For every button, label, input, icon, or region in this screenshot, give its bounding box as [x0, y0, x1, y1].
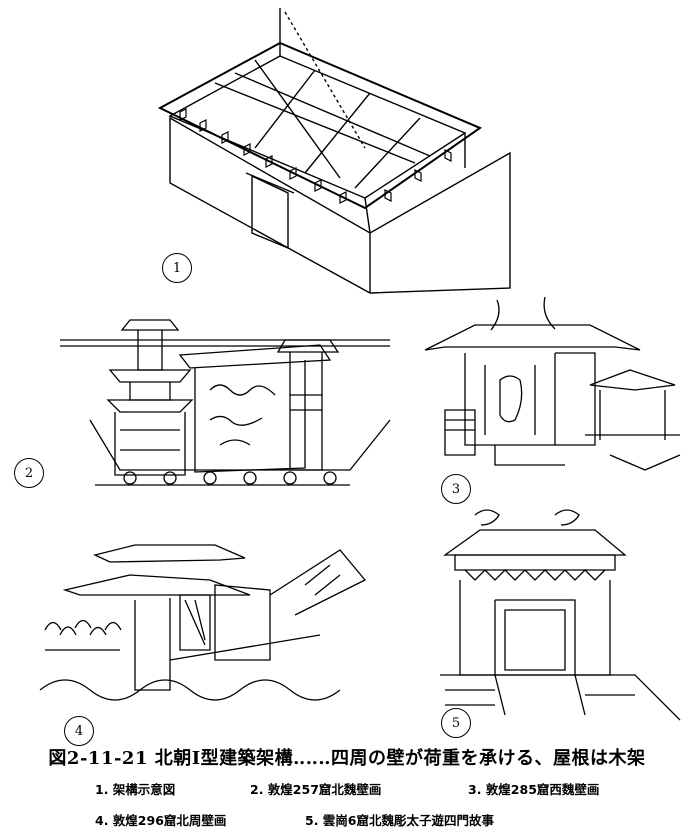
panel-4-label: 4. 敦煌296窟北周壁画 [95, 813, 227, 828]
panel-3-illustration [424, 296, 681, 471]
panel-5-label: 5. 雲崗6窟北魏彫太子遊四門故事 [305, 813, 494, 828]
panel-3-number: 3 [441, 474, 471, 504]
panel-4-illustration [39, 544, 367, 701]
panel-2-illustration [60, 319, 391, 486]
panel-4-number: 4 [64, 716, 94, 746]
figure-caption: 図2-11-21 北朝Ⅰ型建築架構‥‥‥四周の壁が荷重を承ける、屋根は木架 [48, 748, 646, 769]
panel-1-frame-diagram [157, 8, 511, 294]
panel-2-label: 2. 敦煌257窟北魏壁画 [250, 782, 382, 797]
panel-2-number: 2 [14, 458, 44, 488]
panel-5-number: 5 [441, 708, 471, 738]
panel-1-number: 1 [162, 253, 192, 283]
panel-3-label: 3. 敦煌285窟西魏壁画 [468, 782, 600, 797]
panel-5-illustration [440, 509, 681, 721]
panel-1-label: 1. 架構示意図 [95, 782, 176, 797]
